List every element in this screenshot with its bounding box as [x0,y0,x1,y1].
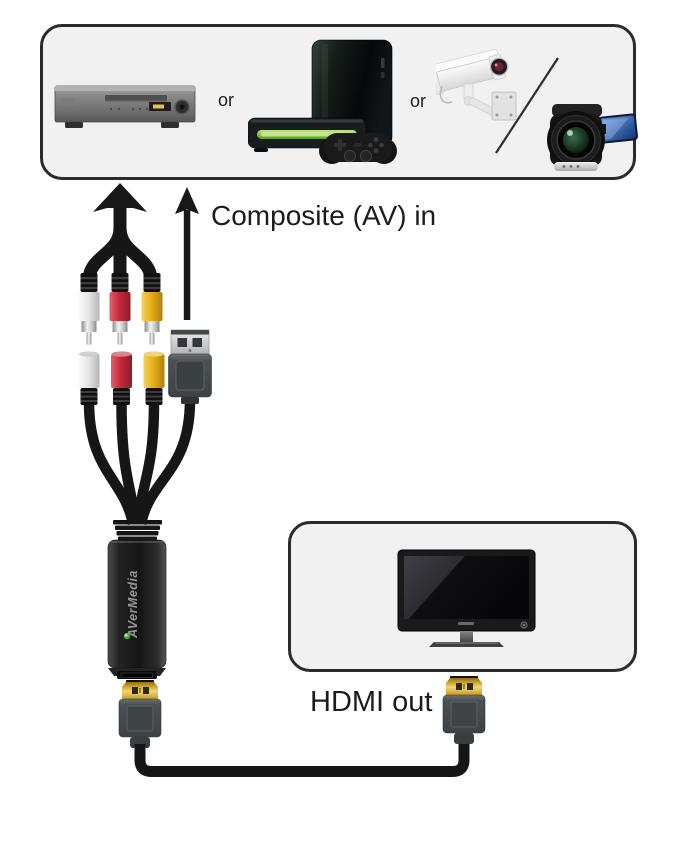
hdmi-cable [134,742,470,777]
tv-monitor-icon [397,549,536,647]
rca-jack-yellow-icon [143,351,165,405]
usb-connector-icon [168,329,212,404]
composite-av-in-label: Composite (AV) in [211,200,437,231]
security-camera-icon [436,49,517,121]
or-label-2: or [409,91,426,111]
av-cable-harness [78,183,212,526]
hdmi-out-label: HDMI out [310,686,433,718]
gamepad-icon [319,133,397,164]
or-label-1: or [217,90,234,110]
hdmi-connector-right-icon [442,676,486,744]
composite-arrow-icon [175,187,199,320]
hdmi-connector-left-icon [118,680,162,748]
rca-plug-red-icon [109,273,131,345]
dvd-player-icon [54,85,196,128]
slash-divider [495,57,559,154]
rca-jack-white-icon [78,351,100,405]
game-console-icon [248,39,397,164]
composite-arrow-branched-icon [82,183,158,281]
avermedia-logo: AVerMedia [126,570,140,639]
rca-jack-red-icon [111,351,132,405]
rca-plug-yellow-icon [141,273,163,345]
camcorder-icon [547,104,638,171]
avermedia-converter: AVerMedia [107,520,167,679]
rca-plug-white-icon [78,273,100,345]
